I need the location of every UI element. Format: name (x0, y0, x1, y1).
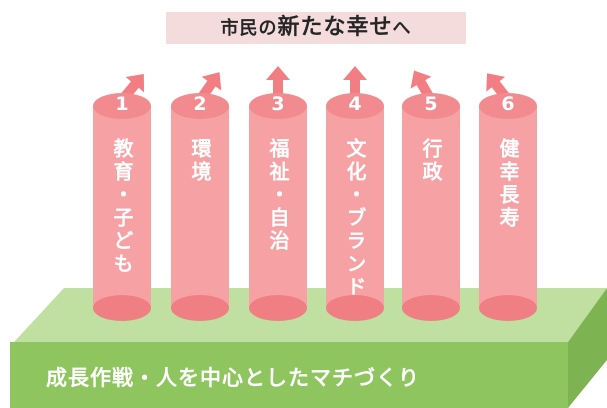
pillar-1-body (93, 106, 151, 308)
pillar-4-arrow (343, 66, 367, 100)
pillar-5 (402, 70, 460, 321)
pillar-4-label: 文化・ブランド (343, 138, 367, 299)
pillar-1 (93, 73, 151, 321)
pillar-4 (326, 66, 384, 321)
base-side-face (568, 288, 607, 408)
pillar-6-body (479, 106, 537, 308)
pillar-3-bottom (249, 295, 307, 321)
pillar-2-label: 環境 (188, 138, 212, 184)
pillar-2-number: 2 (193, 93, 207, 115)
pillar-6-cap (479, 93, 537, 119)
pillar-6-number: 6 (501, 93, 515, 115)
pillar-3 (249, 66, 307, 321)
pillar-2 (171, 72, 229, 321)
pillar-4-number: 4 (348, 93, 362, 115)
pillar-2-body (171, 106, 229, 308)
pillar-4-bottom (326, 295, 384, 321)
pillar-5-cap (402, 93, 460, 119)
pillar-3-cap (249, 93, 307, 119)
pillar-2-cap (171, 93, 229, 119)
base-label: 成長作戦・人を中心としたマチづくり (46, 366, 420, 390)
pillar-2-bottom (171, 295, 229, 321)
banner-emphasis: 新たな幸せ (277, 15, 393, 40)
pillar-1-bottom (93, 295, 151, 321)
pillar-4-body (326, 106, 384, 308)
pillar-5-bottom (402, 295, 460, 321)
pillar-6 (479, 73, 537, 321)
pillar-5-label: 行政 (419, 138, 443, 184)
pillar-3-number: 3 (271, 93, 285, 115)
banner-background (166, 12, 466, 44)
pillar-1-label: 教育・子ども (110, 138, 134, 276)
pillar-4-cap (326, 93, 384, 119)
base-front-face (10, 342, 568, 408)
pillar-1-cap (93, 93, 151, 119)
pillar-1-number: 1 (115, 93, 129, 115)
pillar-3-body (249, 106, 307, 308)
pillar-3-arrow (266, 66, 290, 100)
pillar-3-label: 福祉・自治 (266, 138, 290, 253)
banner-prefix: 市民の (220, 18, 278, 39)
pillar-6-bottom (479, 295, 537, 321)
banner-suffix: へ (392, 18, 412, 39)
pillar-5-body (402, 106, 460, 308)
banner-title: 市民の新たな幸せへ (166, 8, 466, 48)
pillar-6-label: 健幸長寿 (496, 138, 520, 230)
pillar-5-number: 5 (424, 93, 438, 115)
